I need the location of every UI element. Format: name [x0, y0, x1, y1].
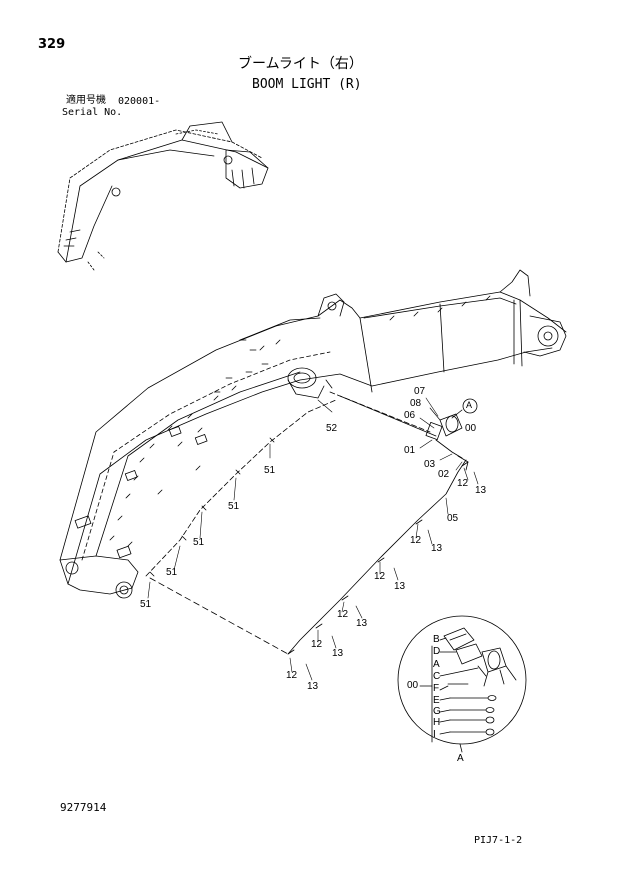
page-code: PIJ7-1-2 — [474, 835, 523, 846]
callout-12: 12 — [311, 639, 323, 650]
title-english: BOOM LIGHT (R) — [252, 77, 362, 92]
wiring-harness — [145, 399, 469, 655]
serial-label-jp: 適用号機 — [66, 95, 106, 106]
callout-00: 00 — [465, 423, 477, 434]
callout-07: 07 — [414, 386, 426, 397]
callout-51: 51 — [264, 465, 276, 476]
callout-detail-a-marker: A — [466, 400, 473, 410]
detail-label-h: H — [433, 717, 441, 728]
lamp-assembly — [329, 391, 478, 471]
boom-structure — [59, 269, 567, 599]
callout-13: 13 — [475, 485, 487, 496]
detail-label-c: C — [433, 671, 441, 682]
detail-label-d: D — [433, 646, 441, 657]
callout-51: 51 — [166, 567, 178, 578]
callout-51: 51 — [228, 501, 240, 512]
callout-51: 51 — [193, 537, 205, 548]
overview-boom-illustration — [57, 121, 269, 271]
callout-13: 13 — [356, 618, 368, 629]
callout-08: 08 — [410, 398, 422, 409]
serial-label-en: Serial No. — [62, 107, 123, 118]
document-number: 9277914 — [60, 801, 107, 814]
detail-view-a — [397, 615, 527, 753]
callout-13: 13 — [307, 681, 319, 692]
callout-05: 05 — [447, 513, 459, 524]
title-japanese: ブームライト（右） — [238, 56, 363, 72]
detail-label-a: A — [433, 659, 440, 670]
detail-label-i: I — [433, 729, 436, 740]
callout-03: 03 — [424, 459, 436, 470]
callout-12: 12 — [410, 535, 422, 546]
callout-12: 12 — [286, 670, 298, 681]
callout-13: 13 — [332, 648, 344, 659]
callout-12: 12 — [457, 478, 469, 489]
page-number: 329 — [38, 37, 66, 52]
callout-12: 12 — [374, 571, 386, 582]
detail-label-b: B — [433, 634, 440, 645]
callout-13: 13 — [394, 581, 406, 592]
detail-view-label: A — [457, 753, 464, 764]
callout-52: 52 — [326, 423, 338, 434]
callout-06: 06 — [404, 410, 416, 421]
detail-label-f: F — [433, 683, 440, 694]
detail-part-number: 00 — [407, 680, 419, 691]
leader-lines — [147, 397, 479, 681]
detail-label-g: G — [433, 706, 441, 717]
callout-12: 12 — [337, 609, 349, 620]
detail-label-e: E — [433, 695, 440, 706]
light-mount — [287, 367, 333, 399]
callout-51: 51 — [140, 599, 152, 610]
callout-13: 13 — [431, 543, 443, 554]
callout-02: 02 — [438, 469, 450, 480]
callout-01: 01 — [404, 445, 416, 456]
serial-value: 020001- — [118, 96, 161, 107]
